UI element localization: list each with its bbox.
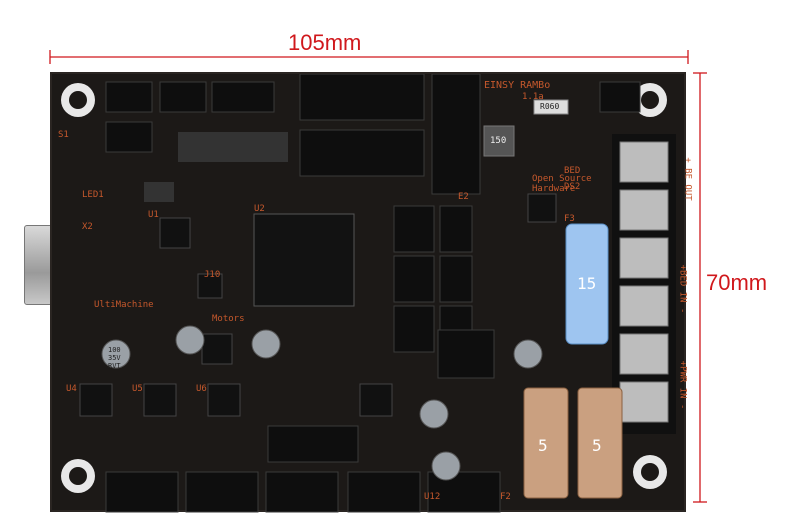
- width-dimension-label: 105mm: [288, 30, 362, 55]
- silk-u6: U6: [196, 384, 207, 394]
- tagline-2: Hardware: [532, 184, 576, 194]
- silk-u1: U1: [148, 210, 159, 220]
- motors-label: Motors: [212, 314, 245, 324]
- silk-e2: E2: [458, 192, 469, 202]
- bed-in-label: +BED IN -: [677, 264, 688, 314]
- silk-j10: J10: [204, 270, 221, 280]
- orange-fuse-label-2: 5: [592, 436, 602, 455]
- height-dimension-label: 70mm: [706, 270, 768, 295]
- board-name: EINSY RAMBo: [484, 80, 551, 91]
- silk-ds2: DS2: [564, 182, 581, 192]
- silk-u2: U2: [254, 204, 265, 214]
- capacitor-label-1: 100: [108, 346, 121, 354]
- inductor-label: 150: [490, 136, 507, 146]
- silk-u5: U5: [132, 384, 143, 394]
- blue-fuse-label: 15: [577, 274, 597, 293]
- circuit-board: EINSY RAMBo 1.1a R060 150 Open Source Ha…: [50, 72, 693, 513]
- capacitor-label-3: RVT: [108, 362, 121, 370]
- silk-u12: U12: [424, 492, 441, 502]
- mounting-hole: [61, 83, 667, 493]
- board-graphics: [61, 74, 676, 513]
- orange-fuse-label-1: 5: [538, 436, 548, 455]
- tagline-1: Open Source: [532, 174, 592, 184]
- power-label: + BE OUT: [682, 157, 693, 201]
- silk-u4: U4: [66, 384, 77, 394]
- silk-s1: S1: [58, 130, 69, 140]
- silk-f2: F2: [500, 492, 511, 502]
- resistor-label: R060: [540, 102, 560, 111]
- silk-led1: LED1: [82, 190, 104, 200]
- silk-f3: F3: [564, 214, 575, 224]
- bed-label: BED: [564, 166, 581, 176]
- board-version: 1.1a: [522, 92, 544, 102]
- maker-label: UltiMachine: [94, 300, 154, 310]
- power-in-label: +PWR IN -: [677, 360, 688, 410]
- silk-x2: X2: [82, 222, 93, 232]
- capacitor-label-2: 35V: [108, 354, 121, 362]
